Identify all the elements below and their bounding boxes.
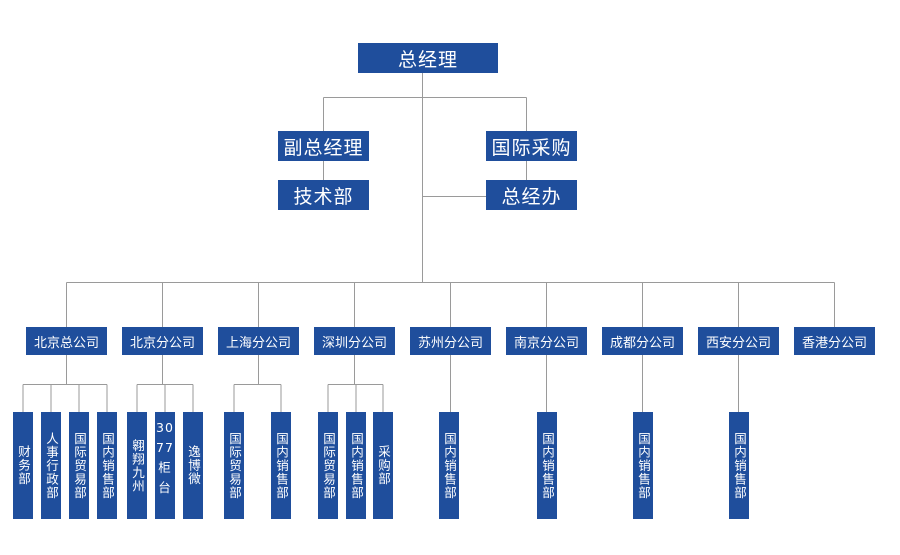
department-box: 国际贸易部 [224, 412, 244, 519]
branch-box: 香港分公司 [794, 327, 875, 355]
ceo-box: 总经理 [358, 43, 498, 73]
department-box: 国内销售部 [346, 412, 366, 519]
branch-box: 南京分公司 [506, 327, 587, 355]
general-office-box: 总经办 [486, 180, 577, 210]
department-box: 国内销售部 [537, 412, 557, 519]
department-box: 财务部 [13, 412, 33, 519]
department-box: 国内销售部 [97, 412, 117, 519]
tech-department-box: 技术部 [278, 180, 369, 210]
department-box: 3077柜台 [155, 412, 175, 519]
branch-box: 西安分公司 [698, 327, 779, 355]
department-box: 国内销售部 [729, 412, 749, 519]
department-box: 国内销售部 [633, 412, 653, 519]
department-box: 国内销售部 [271, 412, 291, 519]
international-purchasing-box: 国际采购 [486, 131, 577, 161]
branch-box: 北京总公司 [26, 327, 107, 355]
branch-box: 北京分公司 [122, 327, 203, 355]
department-box: 人事行政部 [41, 412, 61, 519]
branch-box: 上海分公司 [218, 327, 299, 355]
branch-box: 深圳分公司 [314, 327, 395, 355]
department-box: 逸博微 [183, 412, 203, 519]
vice-general-manager-box: 副总经理 [278, 131, 369, 161]
department-box: 国际贸易部 [69, 412, 89, 519]
branch-box: 苏州分公司 [410, 327, 491, 355]
branch-box: 成都分公司 [602, 327, 683, 355]
department-box: 国内销售部 [439, 412, 459, 519]
department-box: 国际贸易部 [318, 412, 338, 519]
department-box: 翱翔九州 [127, 412, 147, 519]
department-box: 采购部 [373, 412, 393, 519]
